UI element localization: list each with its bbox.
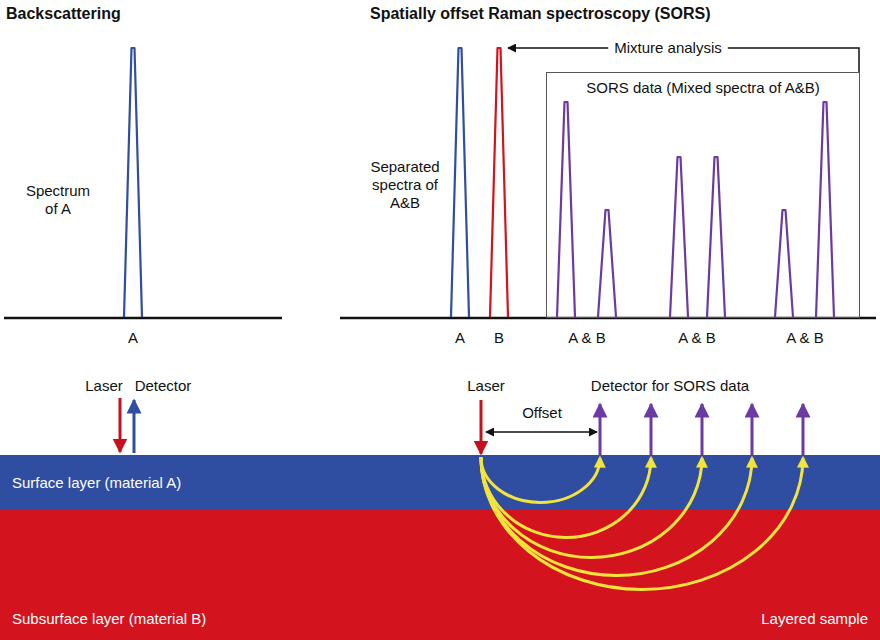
annotation-label: Separated spectra of A&B [365, 158, 445, 212]
raman-peak [490, 48, 508, 317]
layer-label: Layered sample [761, 610, 868, 628]
layer-label: Subsurface layer (material B) [12, 610, 206, 628]
raman-peak [816, 102, 834, 317]
subsurface-layer-band: Subsurface layer (material B) Layered sam… [0, 510, 880, 640]
annotation-label: Laser [467, 377, 505, 395]
spectrum-baseline [4, 317, 282, 320]
annotation-label: A & B [786, 329, 824, 347]
annotation-label: A & B [568, 329, 606, 347]
raman-peak [598, 210, 616, 317]
annotation-label: A [128, 329, 138, 347]
detector-arrow [802, 404, 805, 455]
annotation-label: Laser [85, 377, 123, 395]
panel-title: Spatially offset Raman spectroscopy (SOR… [370, 4, 711, 23]
scattered-light-path [481, 457, 803, 590]
layer-label: Surface layer (material A) [12, 474, 181, 492]
detector-arrow [599, 404, 602, 455]
annotation-label: B [494, 329, 504, 347]
annotation-label: Detector for SORS data [591, 377, 749, 395]
pointer-arrow [508, 47, 608, 49]
annotation-label: A [455, 329, 465, 347]
annotation-label: Mixture analysis [614, 39, 722, 57]
bracket-line [728, 48, 859, 72]
raman-peak [124, 48, 142, 317]
detector-arrow [701, 404, 704, 455]
annotation-label: A & B [678, 329, 716, 347]
raman-peak [775, 210, 793, 317]
annotation-label: Detector [135, 377, 192, 395]
raman-peak [451, 48, 469, 317]
laser-arrow [480, 400, 483, 454]
raman-peak [707, 157, 725, 317]
detector-arrow [751, 404, 754, 455]
scattered-light-path [481, 457, 752, 576]
detector-arrow [133, 400, 136, 453]
scattered-light-path [481, 457, 600, 502]
raman-peak [557, 102, 575, 317]
panel-title: Backscattering [6, 4, 121, 23]
detector-arrow [650, 404, 653, 455]
offset-arrow [486, 431, 597, 433]
annotation-label: Spectrum of A [20, 182, 96, 218]
scattered-light-path [481, 457, 702, 558]
raman-peak [670, 157, 688, 317]
data-box: SORS data (Mixed spectra of A&B) [546, 72, 860, 318]
laser-arrow [119, 398, 122, 452]
layer-label: SORS data (Mixed spectra of A&B) [586, 79, 819, 97]
annotation-label: Offset [522, 404, 562, 422]
